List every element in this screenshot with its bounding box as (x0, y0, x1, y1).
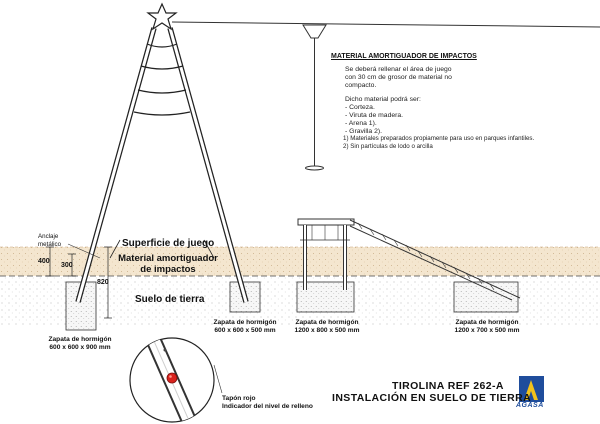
label-impact-material-line2: de impactos (140, 264, 196, 275)
red-plug-icon (166, 372, 178, 384)
notes-p2-line4: - Arena 1). (345, 120, 377, 127)
notes-p1-line1: Se deberá rellenar el área de juego (345, 66, 452, 73)
label-anchor-line1: Anclaje (38, 233, 59, 240)
footing-3-name: Zapata de hormigón (295, 319, 359, 326)
dim-400: 400 (38, 258, 50, 265)
notes-p2-line3: - Viruta de madera. (345, 112, 404, 119)
footing-4-size: 1200 x 700 x 500 mm (454, 327, 520, 334)
arrival-platform (297, 218, 355, 290)
label-impact-material-line1: Material amortiguador (118, 253, 218, 264)
label-play-surface: Superficie de juego (122, 238, 215, 249)
dim-820: 820 (97, 279, 109, 286)
title-line1: TIROLINA REF 262-A (392, 380, 504, 392)
notes-heading: MATERIAL AMORTIGUADOR DE IMPACTOS (331, 53, 477, 60)
footing-2-name: Zapata de hormigón (213, 319, 277, 326)
footnote-1: 1) Materiales preparados propiamente par… (343, 135, 535, 142)
footing-4 (453, 281, 519, 313)
star-top-icon (146, 2, 178, 31)
label-red-plug-line2: Indicador del nivel de relleno (222, 403, 313, 410)
impact-material-layer (0, 247, 600, 276)
label-red-plug-line1: Tapón rojo (222, 395, 256, 402)
dim-300: 300 (61, 262, 73, 269)
notes-p1-line3: compacto. (345, 82, 377, 89)
footing-1-name: Zapata de hormigón (48, 336, 112, 343)
agasa-logo-text: AGASA (516, 402, 544, 409)
leader-lines (67, 243, 223, 394)
trolley-seat (302, 24, 327, 171)
notes-p2-line2: - Corteza. (345, 104, 375, 111)
notes-p2-line1: Dicho material podrá ser: (345, 96, 421, 103)
notes-p2-line5: - Gravilla 2). (345, 128, 383, 135)
footing-3-size: 1200 x 800 x 500 mm (294, 327, 360, 334)
label-anchor-line2: metálico (38, 241, 62, 248)
footnote-2: 2) Sin partículas de lodo o arcilla (343, 143, 433, 150)
notes-p1-line2: con 30 cm de grosor de material no (345, 74, 452, 81)
agasa-logo-icon (519, 376, 544, 402)
footing-2-size: 600 x 600 x 500 mm (214, 327, 276, 334)
footing-1-size: 600 x 600 x 900 mm (49, 344, 111, 351)
zipline-cable (171, 21, 600, 28)
footing-4-name: Zapata de hormigón (455, 319, 519, 326)
dimension-lines (46, 246, 112, 319)
detail-magnifier (129, 337, 215, 423)
a-frame-tower (75, 27, 249, 303)
title-line2: INSTALACIÓN EN SUELO DE TIERRA (332, 392, 532, 404)
label-soil: Suelo de tierra (135, 294, 205, 305)
ramp (349, 219, 521, 301)
